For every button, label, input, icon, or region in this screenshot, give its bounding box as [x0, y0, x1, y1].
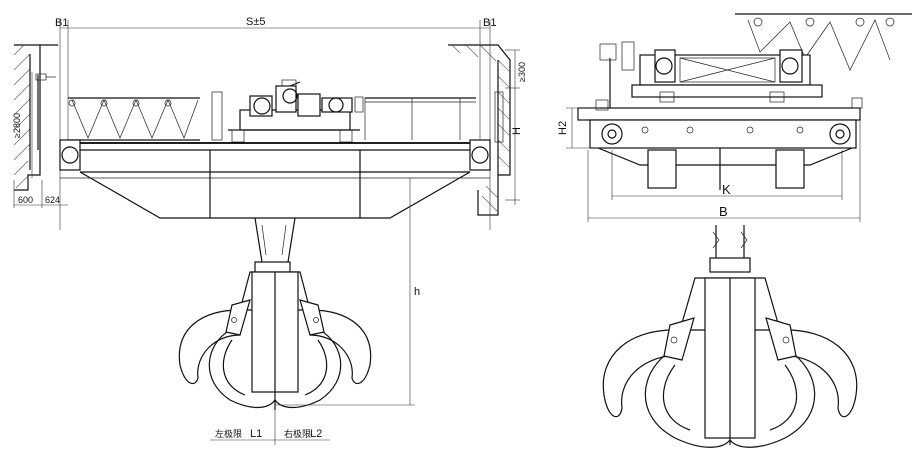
hook-height-dimension: ≥2800: [12, 72, 56, 178]
width-600-label: 600: [18, 195, 33, 205]
b-label: B: [719, 204, 728, 219]
width-624-label: 624: [45, 195, 60, 205]
left-grab-assembly: [178, 217, 372, 410]
left-elevation-view: B1 S±5 B1 ≥2800 600 624 ≥300 H: [12, 16, 527, 445]
bridge-girder: [59, 139, 491, 219]
span-label: S±5: [246, 16, 266, 28]
truss-railing: [68, 91, 504, 143]
k-label: K: [722, 182, 731, 197]
clearance-label: ≥300: [517, 62, 527, 82]
lift-height-label: h: [414, 286, 420, 298]
limit-dimensions: 左极限 L1 右极限 L2: [210, 410, 330, 445]
b1-right-label: B1: [483, 17, 496, 29]
b1-left-label: B1: [55, 17, 68, 29]
end-trolley: [599, 41, 823, 110]
h2-dimension: H2: [557, 107, 600, 149]
h2-label: H2: [557, 121, 569, 135]
l2-prefix-label: 右极限: [284, 428, 311, 439]
right-grab-assembly: [602, 225, 858, 448]
span-dimension: B1 S±5 B1: [55, 16, 496, 230]
left-building-column: [13, 44, 58, 191]
bottom-width-dimensions: 600 624: [13, 180, 68, 208]
end-beam: [577, 97, 863, 190]
right-elevation-view: H2 K B: [557, 13, 912, 448]
trolley: [228, 79, 364, 143]
hook-height-label: ≥2800: [12, 113, 22, 138]
kb-dimensions: K B: [587, 120, 861, 222]
right-building-column: [448, 44, 511, 216]
rail-height-label: H: [511, 127, 523, 135]
clearance-dimension: ≥300 H: [505, 49, 527, 205]
l1-prefix-label: 左极限: [215, 428, 242, 439]
l1-label: L1: [250, 428, 262, 440]
lift-height-dimension: h: [275, 178, 420, 406]
l2-label: L2: [310, 428, 322, 440]
festoon-cable: [735, 13, 912, 71]
